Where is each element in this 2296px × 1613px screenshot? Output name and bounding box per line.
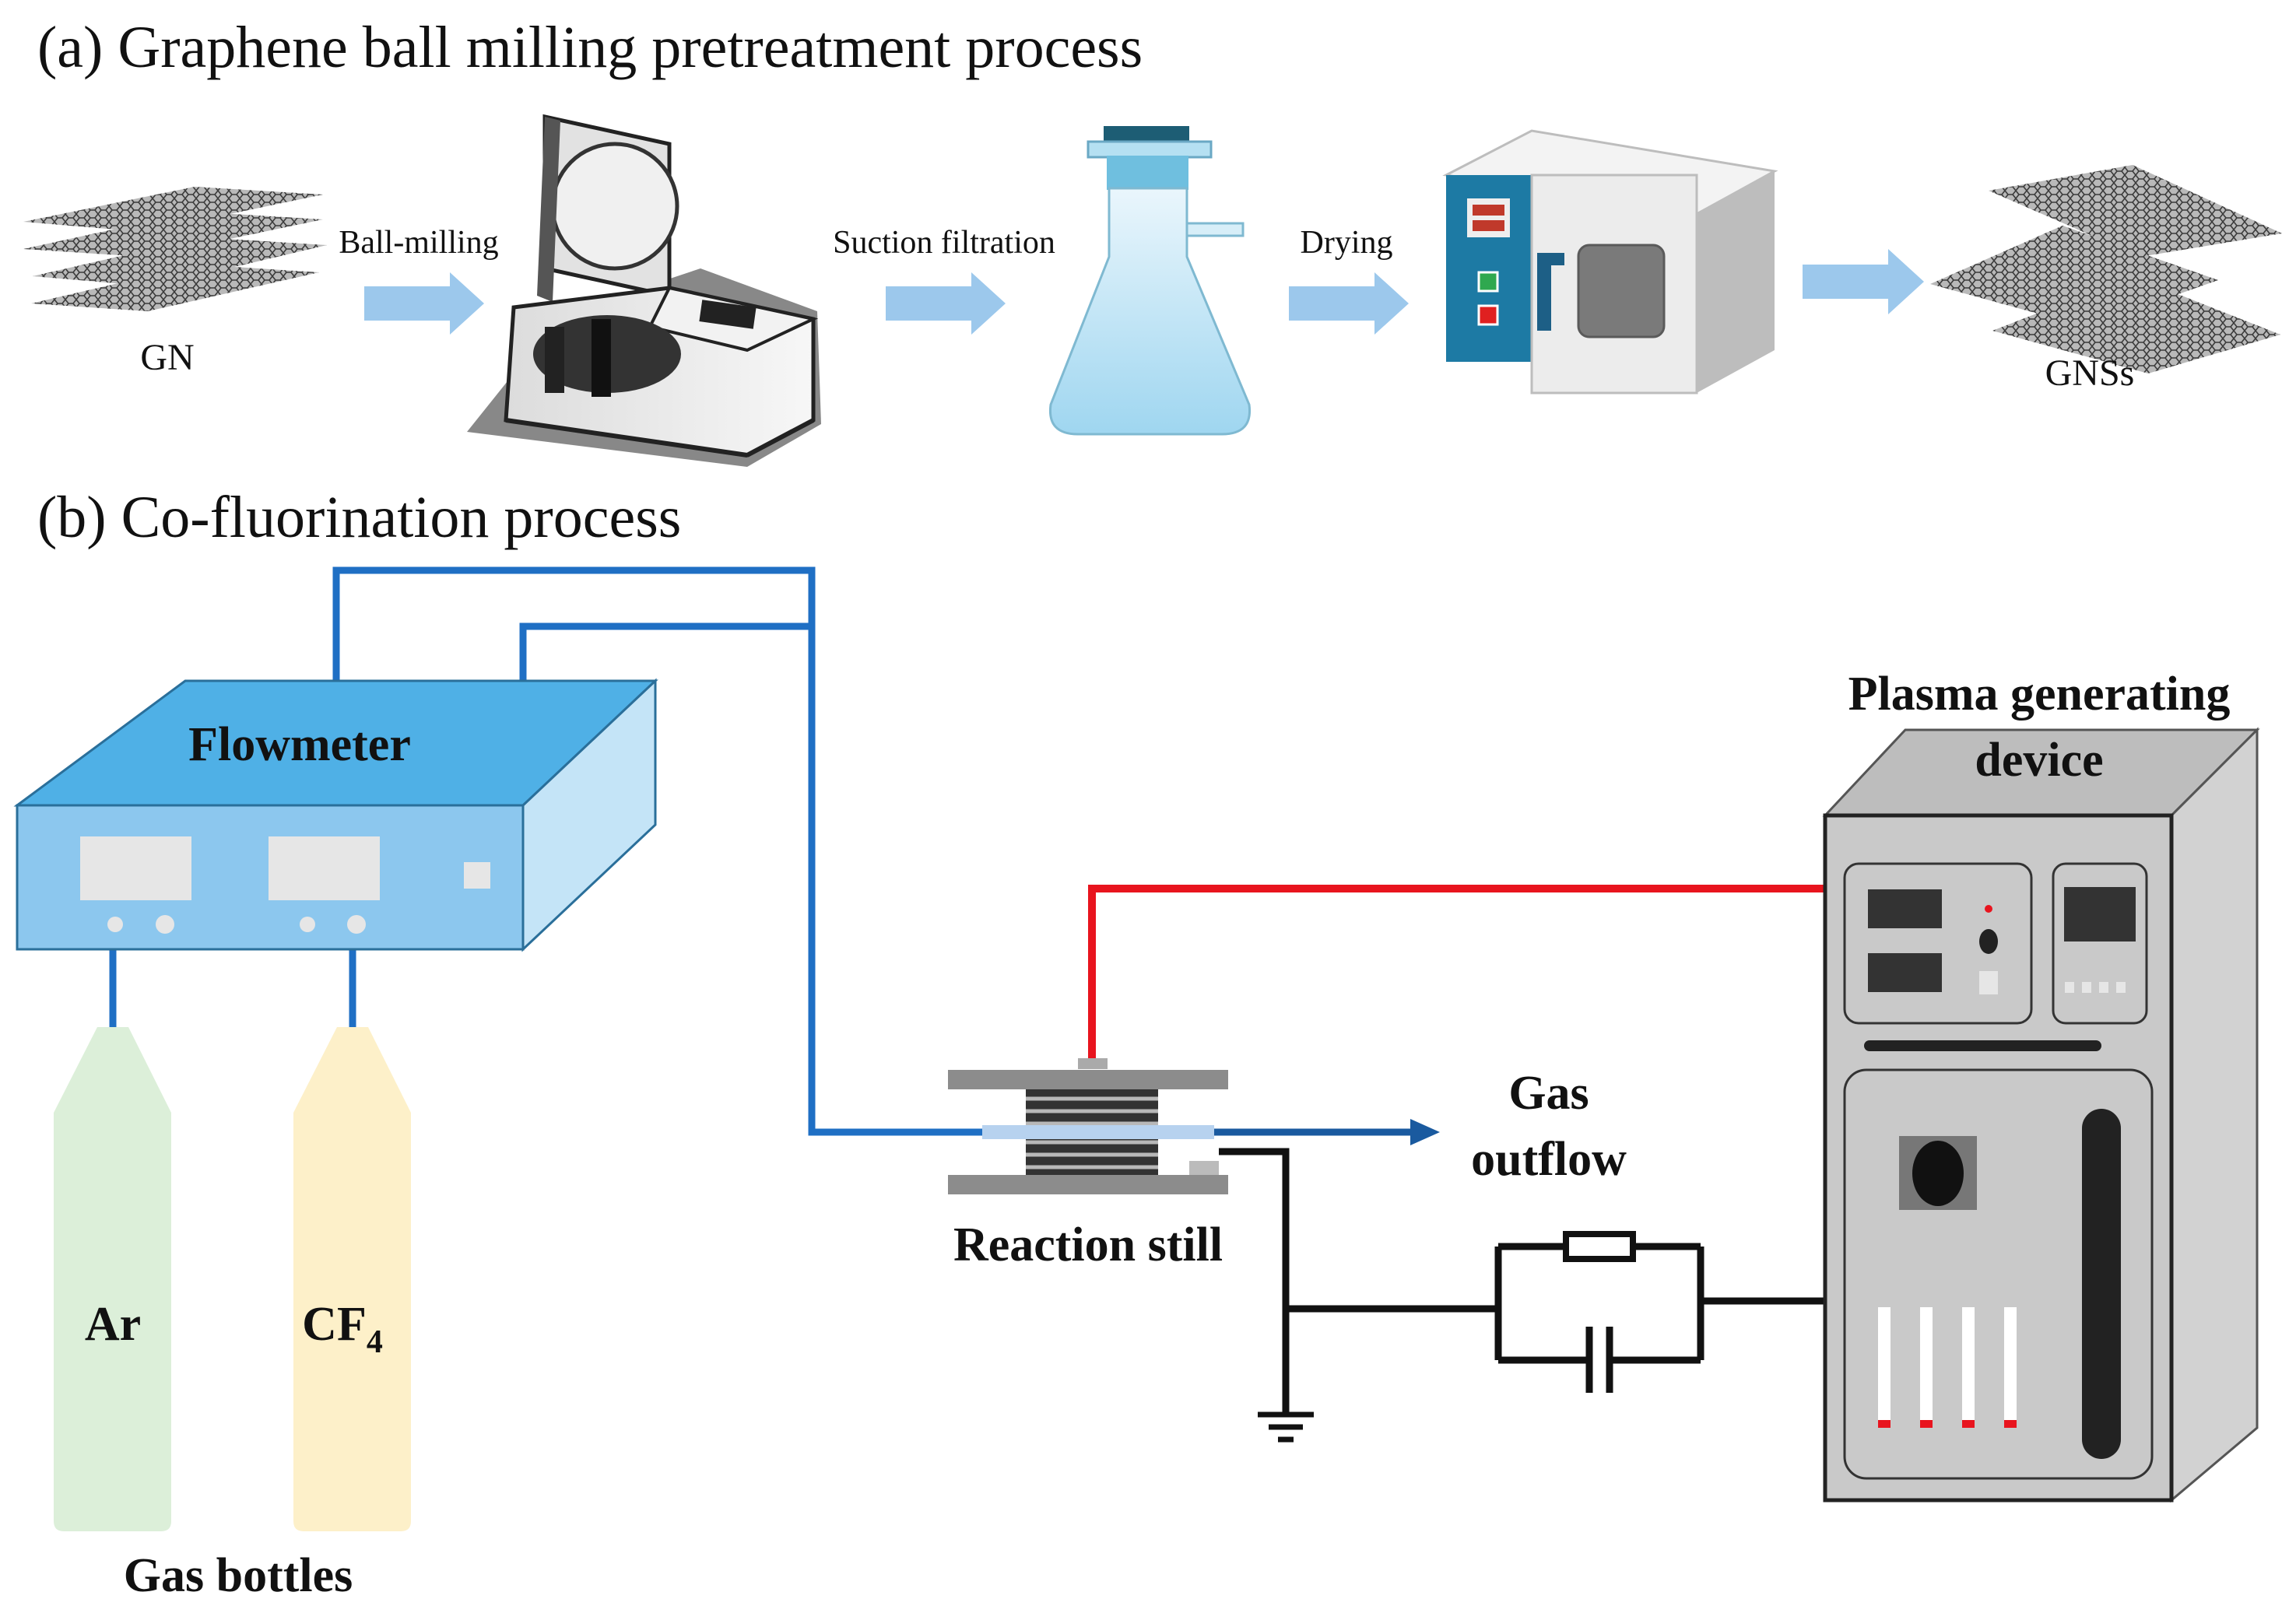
gas-bottles-label: Gas bottles xyxy=(124,1549,353,1602)
ar-bottle xyxy=(54,1027,171,1531)
cf4-bottle xyxy=(293,1027,411,1531)
plasma-label-1: Plasma generating xyxy=(1848,668,2231,721)
cf4-label: CF4 xyxy=(302,1298,383,1360)
capacitor-icon xyxy=(1585,1327,1613,1393)
step-suction-filtration: Suction filtration xyxy=(833,225,1055,261)
graphene-gnss-icon xyxy=(1930,165,2282,373)
panel-b-title: (b) Co-fluorination process xyxy=(37,485,681,550)
process-arrow-1 xyxy=(364,272,484,335)
gas-outflow-label-2: outflow xyxy=(1471,1133,1627,1186)
gas-pipes xyxy=(109,566,982,1136)
reaction-still xyxy=(948,1058,1228,1194)
drying-oven-icon xyxy=(1442,129,1778,394)
process-arrow-2 xyxy=(886,272,1006,335)
ground-icon xyxy=(1258,1411,1314,1443)
gas-outflow-arrowhead xyxy=(1410,1119,1440,1145)
gn-label: GN xyxy=(140,337,194,378)
plasma-label-2: device xyxy=(1975,734,2103,787)
gas-outflow-label-1: Gas xyxy=(1508,1067,1589,1120)
pipe-second xyxy=(519,622,812,681)
gnss-label: GNSs xyxy=(2045,352,2135,394)
resistor-icon xyxy=(1563,1231,1636,1262)
ar-label: Ar xyxy=(85,1298,141,1351)
power-wire xyxy=(1088,885,1825,1060)
graphene-gn-icon xyxy=(23,187,327,311)
panel-a-title: (a) Graphene ball milling pretreatment p… xyxy=(37,15,1143,80)
process-arrow-4 xyxy=(1803,249,1924,314)
ball-mill-icon xyxy=(467,114,821,467)
reaction-still-label: Reaction still xyxy=(953,1219,1223,1271)
process-arrow-3 xyxy=(1289,272,1409,335)
suction-flask-icon xyxy=(1048,126,1252,436)
circuit xyxy=(1219,1148,1825,1412)
pipe-main xyxy=(332,566,982,1136)
flowmeter-label: Flowmeter xyxy=(188,718,411,771)
step-ball-milling: Ball-milling xyxy=(339,225,498,261)
plasma-device xyxy=(1822,727,2260,1503)
flowmeter-device xyxy=(13,678,658,952)
step-drying: Drying xyxy=(1301,225,1393,261)
